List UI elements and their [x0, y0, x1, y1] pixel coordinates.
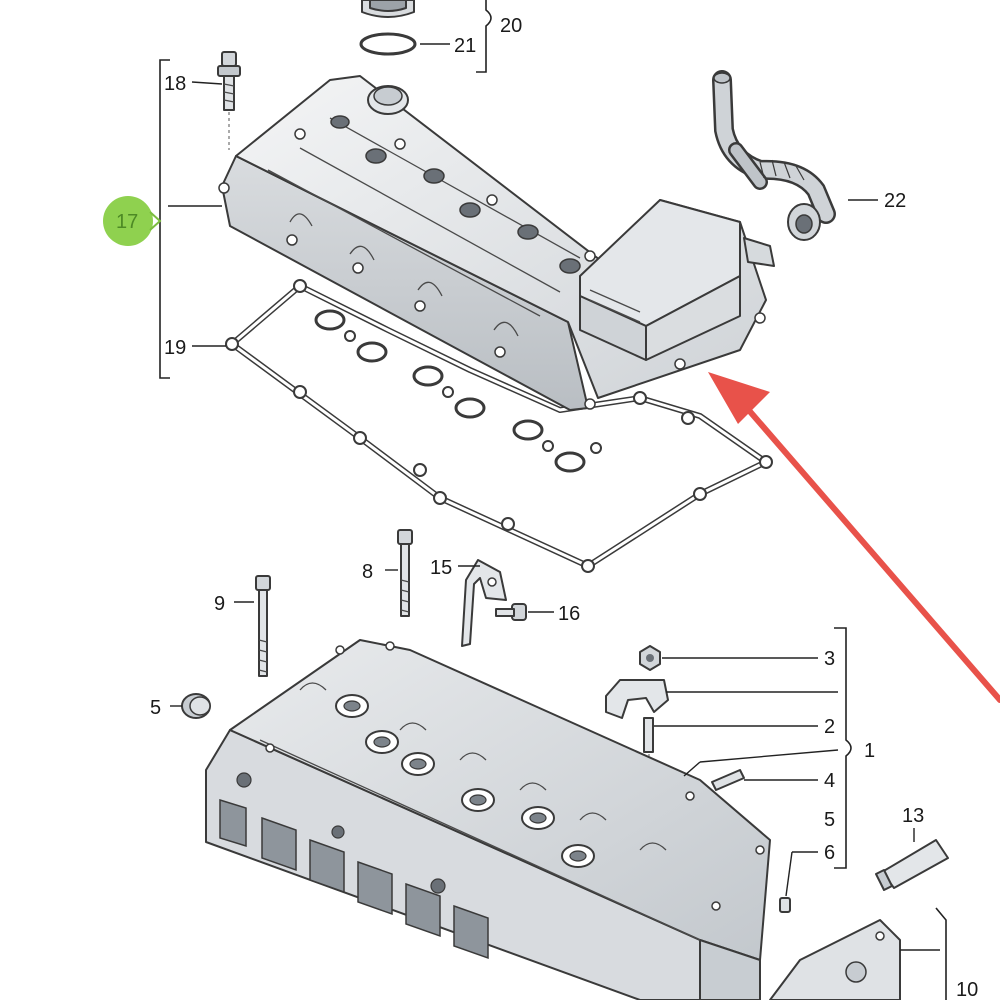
callout-8: 8	[362, 561, 373, 583]
nut-3	[639, 645, 661, 671]
bolt-9	[255, 575, 271, 677]
callout-2: 2	[824, 716, 835, 738]
callout-1: 1	[864, 740, 875, 762]
callout-17: 17	[116, 211, 138, 233]
stud-bolt	[217, 51, 241, 150]
cover-gasket	[225, 279, 773, 573]
breather-hose	[712, 70, 836, 241]
cylinder-head	[205, 639, 771, 1000]
callout-15: 15	[430, 557, 452, 579]
callout-16: 16	[558, 603, 580, 625]
callout-3: 3	[824, 648, 835, 670]
callout-19: 19	[164, 337, 186, 359]
sealant-tube	[875, 839, 949, 891]
callout-21: 21	[454, 35, 476, 57]
bolt-8	[397, 529, 413, 617]
bearing-cap	[605, 679, 669, 719]
callout-5-left: 5	[150, 697, 161, 719]
o-ring	[359, 32, 417, 56]
dowel-6	[779, 897, 791, 913]
callout-22: 22	[884, 190, 906, 212]
highlight-badge	[103, 196, 153, 246]
callout-13: 13	[902, 805, 924, 827]
stud-4	[711, 769, 745, 791]
callout-5-right: 5	[824, 809, 835, 831]
leader-lines	[168, 43, 940, 951]
screw-16	[495, 603, 527, 621]
valve-cover	[218, 75, 775, 411]
bracket-15	[461, 559, 507, 647]
callout-18: 18	[164, 73, 186, 95]
highlight-badge-pointer	[149, 211, 162, 231]
sealing-plug	[181, 693, 211, 719]
callout-10: 10	[956, 979, 978, 1000]
indicator-arrow	[708, 372, 1000, 703]
callout-20: 20	[500, 15, 522, 37]
timing-cover	[769, 919, 901, 1000]
callout-labels: 18 17 19 20 21 22 8 15 9 16 5 3 2 1 4 5 …	[116, 15, 978, 1000]
callout-6: 6	[824, 842, 835, 864]
callout-4: 4	[824, 770, 835, 792]
group-brackets	[159, 0, 947, 1000]
callout-9: 9	[214, 593, 225, 615]
oil-filler-cap	[361, 0, 415, 18]
